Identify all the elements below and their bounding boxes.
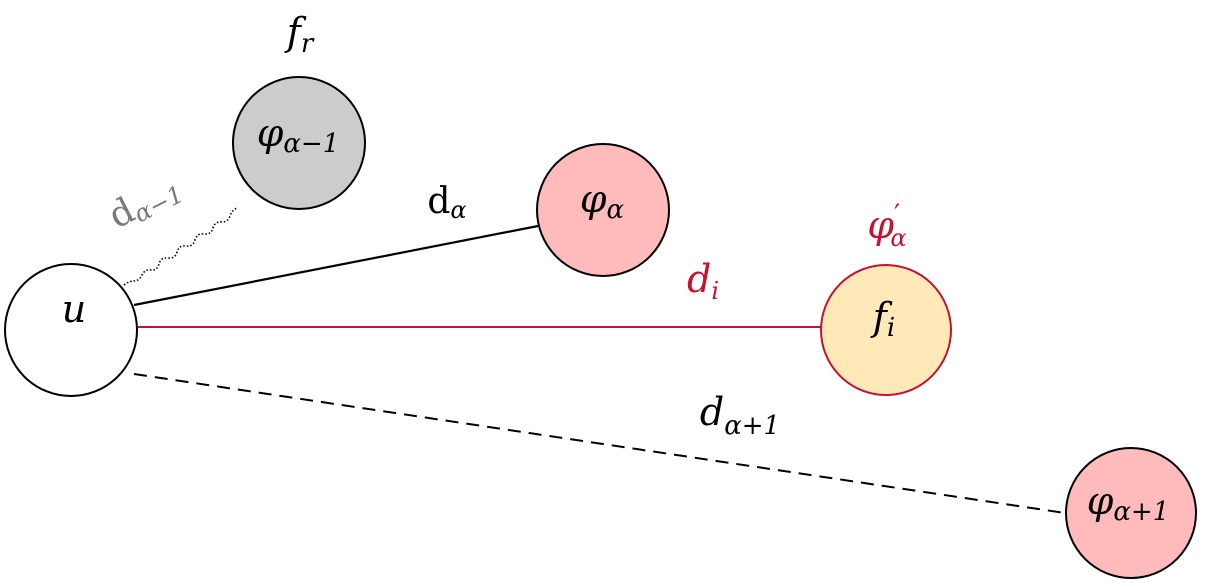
node-u-label: u — [62, 287, 86, 331]
node-f-i — [820, 264, 952, 396]
label-f-r: fr — [284, 10, 315, 59]
edge-u-phi-alpha — [133, 224, 539, 307]
node-phi-alpha-plus-1 — [1065, 447, 1197, 579]
node-u — [4, 263, 138, 397]
node-phi-alpha-minus-1-label: φα−1 — [257, 111, 340, 159]
node-phi-alpha — [536, 143, 670, 277]
label-d-i: di — [687, 257, 719, 305]
node-phi-alpha-plus-1-label: φα+1 — [1087, 479, 1170, 527]
edge-u-phi-alpha-minus-1 — [123, 207, 238, 286]
label-phi-prime-alpha: φ′α — [867, 198, 906, 252]
node-phi-alpha-minus-1 — [232, 76, 366, 210]
edge-u-phi-alpha-plus-1 — [133, 373, 1066, 514]
label-d-alpha-plus-1: dα+1 — [700, 390, 780, 441]
node-phi-alpha-label: φα — [580, 177, 625, 225]
label-d-alpha-minus-1: dα−1 — [102, 167, 188, 239]
label-d-alpha: dα — [427, 181, 466, 224]
